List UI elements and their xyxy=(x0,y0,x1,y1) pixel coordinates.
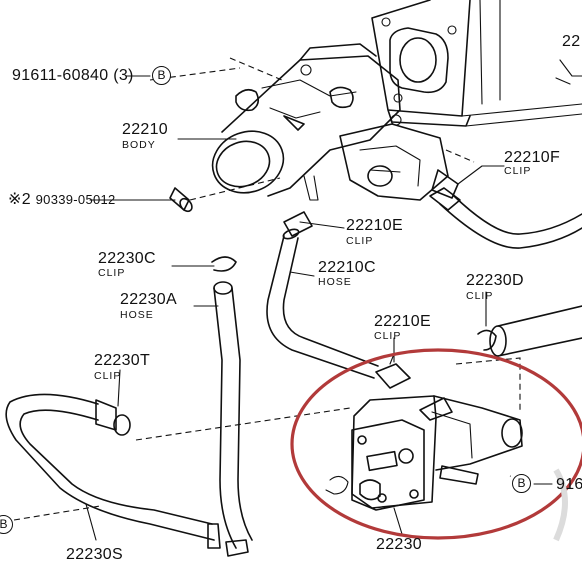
label-22210E-mid-name: CLIP xyxy=(374,330,402,342)
plug-90339 xyxy=(169,187,193,213)
ref-mark-b-right: B xyxy=(512,474,531,493)
quantity: (3) xyxy=(113,67,134,84)
label-22210: 22210 xyxy=(122,121,168,138)
guide-lines xyxy=(13,57,521,521)
label-22210F: 22210F xyxy=(504,149,561,166)
label-22210C-name: HOSE xyxy=(318,276,352,288)
label-22210E-mid: 22210E xyxy=(374,313,431,330)
label-22210C: 22210C xyxy=(318,259,376,276)
highlight-ellipse xyxy=(290,348,582,540)
label-22230D: 22230D xyxy=(466,272,524,289)
label-22230C: 22230C xyxy=(98,250,156,267)
label-22210-name: BODY xyxy=(122,139,156,151)
engine-block xyxy=(371,0,582,127)
label-22230: 22230 xyxy=(376,536,422,553)
hose-22210F xyxy=(429,187,582,249)
label-22210F-name: CLIP xyxy=(504,165,532,177)
leader-lines xyxy=(0,75,553,541)
valve-22230 xyxy=(325,395,523,511)
hose-22230S xyxy=(5,393,221,549)
note-mark: ※2 xyxy=(8,191,31,208)
label-22210E-top-name: CLIP xyxy=(346,235,374,247)
label-22230S: 22230S xyxy=(66,546,123,563)
label-916: 916 xyxy=(556,476,582,493)
part-number: 91611-60840 xyxy=(12,67,109,84)
hose-22210C xyxy=(266,211,379,379)
label-22230D-name: CLIP xyxy=(466,290,494,302)
label-90339: ※2 90339-05012 xyxy=(8,192,116,208)
ref-mark-b-top: B xyxy=(152,66,171,85)
label-22210E-top: 22210E xyxy=(346,217,403,234)
clip-22210E-mid xyxy=(375,353,411,389)
clip-22230C xyxy=(205,256,237,272)
label-22230A-name: HOSE xyxy=(120,309,154,321)
ref-mark-b-left: B xyxy=(0,515,13,534)
label-22230T: 22230T xyxy=(94,352,151,369)
watermark-arc xyxy=(553,468,568,542)
label-91611: 91611-60840 (3) xyxy=(12,68,134,84)
hose-22230A xyxy=(213,281,253,557)
label-22230T-name: CLIP xyxy=(94,370,122,382)
hose-right-mid xyxy=(477,305,582,357)
label-22230C-name: CLIP xyxy=(98,267,126,279)
label-top-right: 22 xyxy=(562,33,581,50)
label-22230A: 22230A xyxy=(120,291,177,308)
part-number: 90339-05012 xyxy=(35,192,116,207)
throttle-body xyxy=(211,43,459,201)
